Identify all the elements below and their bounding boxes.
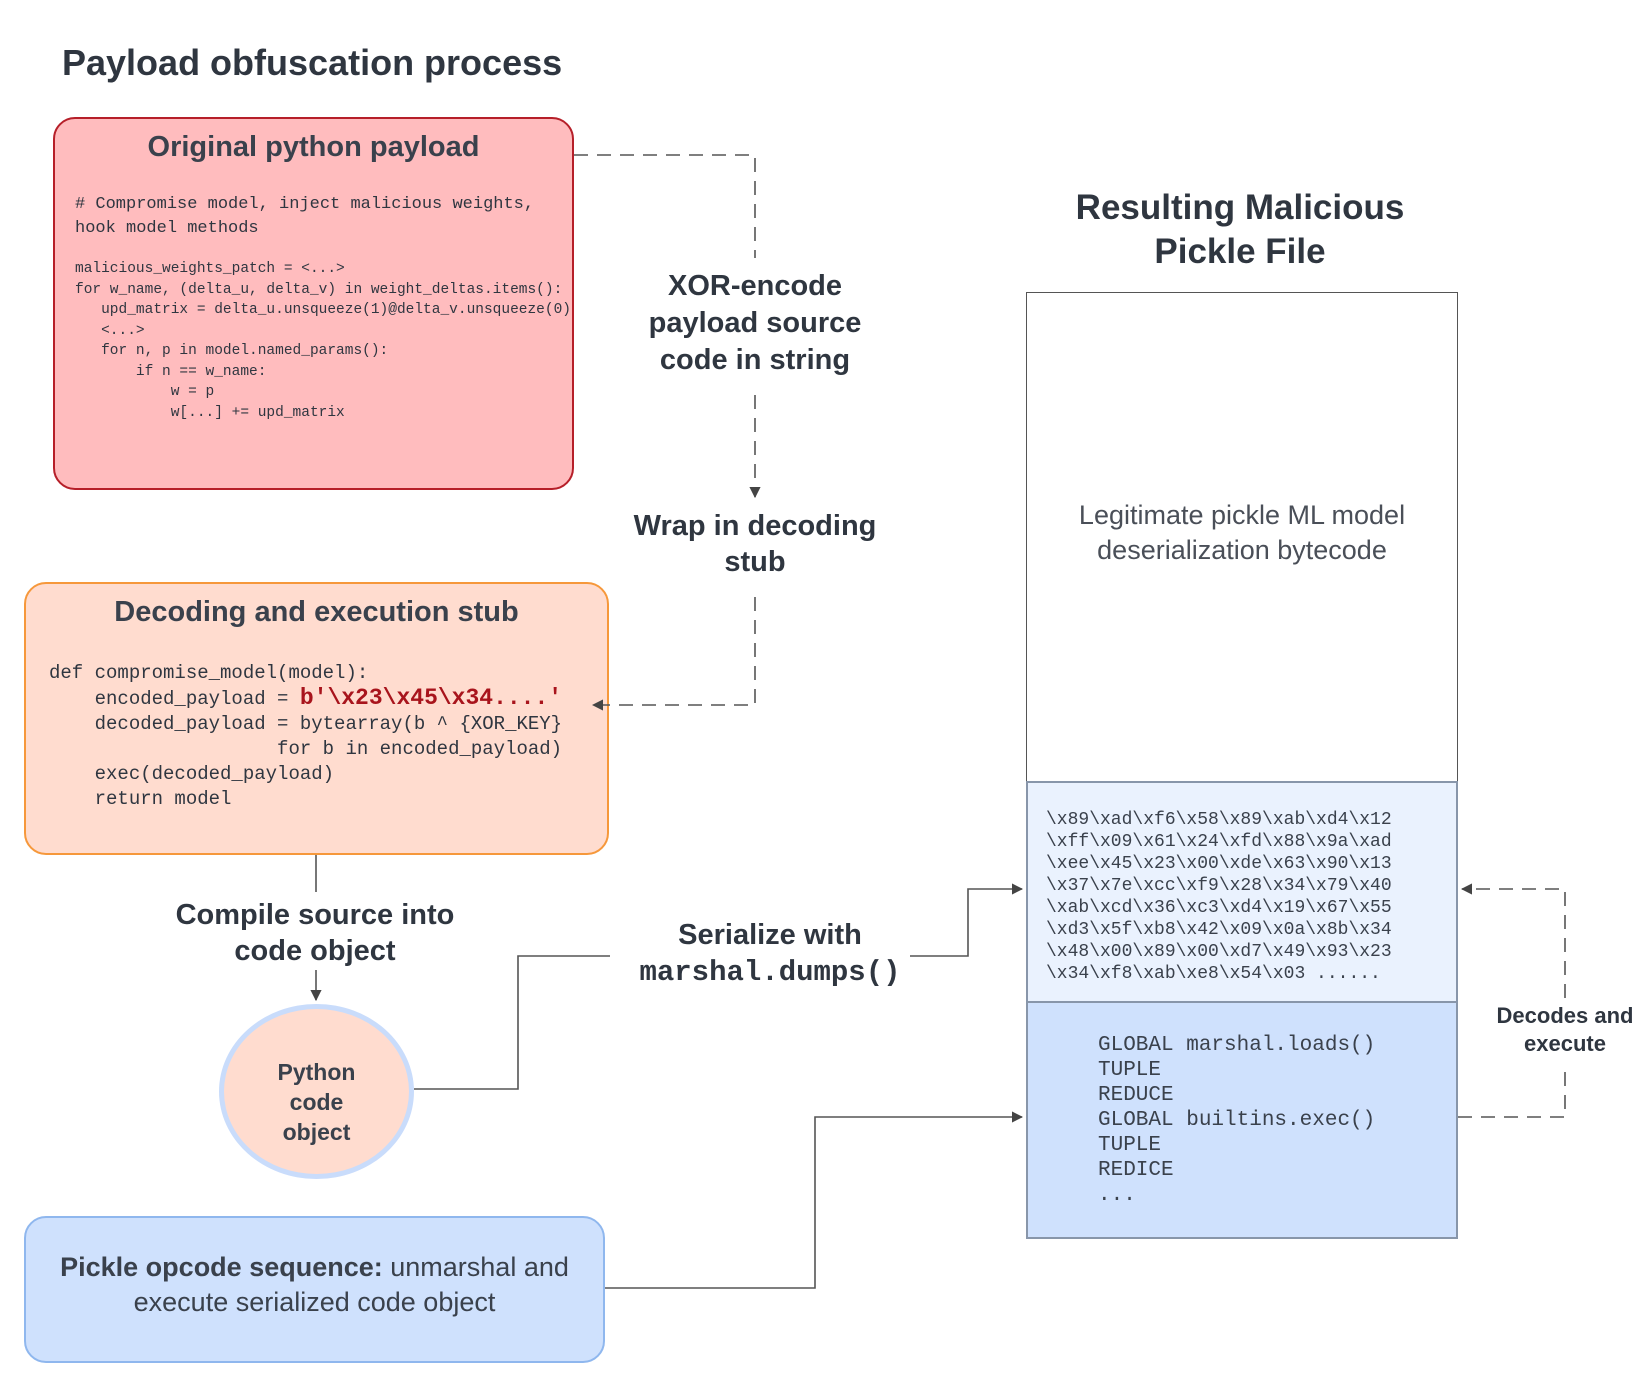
original-payload-title: Original python payload (147, 131, 480, 163)
serialized-bytes-text: \x89\xad\xf6\x58\x89\xab\xd4\x12 \xff\x0… (1046, 810, 1392, 984)
connector-serialize-to-bytes (910, 883, 1024, 957)
original-payload-box: Original python payload # Compromise mod… (53, 117, 574, 490)
connector-pickle-to-opcodes (605, 1111, 1024, 1289)
serialized-bytes-section: \x89\xad\xf6\x58\x89\xab\xd4\x12 \xff\x0… (1026, 781, 1458, 1003)
connector-circle-to-serialize (414, 955, 610, 1090)
encoded-payload-highlight: b'\x23\x45\x34....' (299, 685, 563, 711)
decoding-stub-box: Decoding and execution stub def compromi… (24, 582, 609, 855)
connector-original-to-xor (574, 154, 756, 258)
legit-bytecode-text: Legitimate pickle ML model deserializati… (1078, 500, 1406, 565)
page-title: Payload obfuscation process (62, 42, 563, 83)
decoding-stub-title: Decoding and execution stub (114, 596, 519, 628)
stub-line-encoded-prefix: encoded_payload = (49, 688, 300, 710)
pickle-opcode-text: Pickle opcode sequence: unmarshal and ex… (36, 1250, 593, 1320)
opcode-section: GLOBAL marshal.loads() TUPLE REDUCE GLOB… (1026, 1001, 1458, 1239)
legit-bytecode-section: Legitimate pickle ML model deserializati… (1026, 292, 1458, 782)
serialize-label: Serialize with marshal.dumps() (620, 916, 920, 992)
xor-encode-label: XOR-encode payload source code in string (648, 270, 862, 376)
compile-label: Compile source into code object (175, 899, 455, 967)
decodes-execute-label: Decodes and execute (1496, 1003, 1634, 1056)
opcode-list-text: GLOBAL marshal.loads() TUPLE REDUCE GLOB… (1098, 1034, 1376, 1207)
python-code-object-label: Python code object (277, 1059, 356, 1145)
stub-line-rest: decoded_payload = bytearray(b ^ {XOR_KEY… (94, 713, 563, 810)
serialize-label-code: marshal.dumps() (639, 956, 901, 989)
pickle-opcode-bold: Pickle opcode sequence: (60, 1252, 383, 1282)
decoding-stub-code: def compromise_model(model): encoded_pay… (49, 661, 562, 812)
original-payload-comment: # Compromise model, inject malicious wei… (75, 195, 535, 238)
original-payload-code: malicious_weights_patch = <...> for w_na… (75, 261, 571, 421)
stub-line-def: def compromise_model(model): (49, 662, 369, 684)
result-title: Resulting Malicious Pickle File (1075, 188, 1405, 271)
python-code-object-circle: Python code object (219, 1004, 414, 1179)
pickle-opcode-rest: unmarshal and execute serialized code ob… (133, 1252, 569, 1317)
connector-wrap-to-stub (591, 597, 756, 711)
connector-decodes-to-bytes (1460, 883, 1566, 998)
serialize-label-text: Serialize with (678, 919, 862, 951)
pickle-opcode-box: Pickle opcode sequence: unmarshal and ex… (24, 1216, 605, 1363)
wrap-stub-label: Wrap in decoding stub (633, 510, 877, 578)
connector-opcodes-to-decodes (1458, 1066, 1566, 1118)
